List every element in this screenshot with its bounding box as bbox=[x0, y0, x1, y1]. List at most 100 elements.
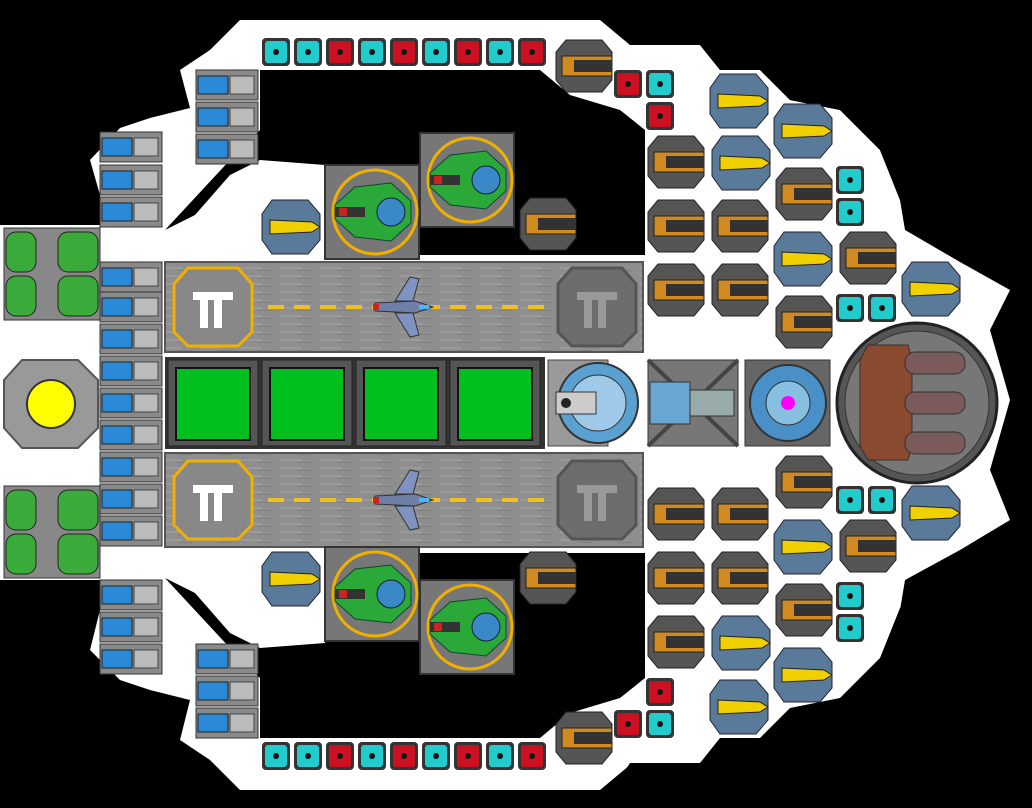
autocannon-icon[interactable] bbox=[647, 135, 705, 189]
thruster-icon[interactable] bbox=[99, 611, 163, 643]
shield-cell[interactable] bbox=[358, 742, 386, 770]
armor-cell[interactable] bbox=[518, 38, 546, 66]
fighter-bay[interactable] bbox=[419, 579, 515, 675]
hangar-bottom[interactable] bbox=[164, 452, 644, 548]
autocannon-icon[interactable] bbox=[775, 167, 833, 221]
shield-cell[interactable] bbox=[646, 70, 674, 98]
autocannon-icon[interactable] bbox=[711, 263, 769, 317]
interceptor-fighter-icon[interactable] bbox=[373, 469, 435, 531]
autocannon-icon[interactable] bbox=[839, 519, 897, 573]
laser-turret-icon[interactable] bbox=[901, 261, 961, 317]
thruster-icon[interactable] bbox=[195, 101, 259, 133]
thruster-icon[interactable] bbox=[99, 515, 163, 547]
laser-turret-icon[interactable] bbox=[709, 73, 769, 129]
autocannon-icon[interactable] bbox=[555, 39, 613, 93]
thruster-icon[interactable] bbox=[99, 323, 163, 355]
shield-cell[interactable] bbox=[422, 742, 450, 770]
thruster-icon[interactable] bbox=[99, 291, 163, 323]
shield-cell[interactable] bbox=[486, 742, 514, 770]
thruster-icon[interactable] bbox=[195, 707, 259, 739]
cargo-bay[interactable] bbox=[449, 359, 541, 447]
shield-cell[interactable] bbox=[294, 38, 322, 66]
ion-drive-icon[interactable] bbox=[646, 358, 740, 448]
armor-cell[interactable] bbox=[614, 710, 642, 738]
shield-generator-icon[interactable] bbox=[744, 359, 831, 447]
shield-cell[interactable] bbox=[836, 582, 864, 610]
thruster-icon[interactable] bbox=[99, 643, 163, 675]
autocannon-icon[interactable] bbox=[647, 551, 705, 605]
armor-cell[interactable] bbox=[390, 38, 418, 66]
armor-cell[interactable] bbox=[646, 678, 674, 706]
interceptor-fighter-icon[interactable] bbox=[373, 276, 435, 338]
thruster-icon[interactable] bbox=[99, 131, 163, 163]
thruster-icon[interactable] bbox=[99, 387, 163, 419]
thruster-icon[interactable] bbox=[99, 419, 163, 451]
thruster-icon[interactable] bbox=[195, 133, 259, 165]
thruster-icon[interactable] bbox=[99, 355, 163, 387]
shield-cell[interactable] bbox=[358, 38, 386, 66]
laser-turret-icon[interactable] bbox=[773, 231, 833, 287]
thruster-icon[interactable] bbox=[99, 579, 163, 611]
cargo-bay[interactable] bbox=[355, 359, 447, 447]
armor-cell[interactable] bbox=[326, 38, 354, 66]
shield-cell[interactable] bbox=[836, 486, 864, 514]
armor-cell[interactable] bbox=[646, 102, 674, 130]
autocannon-icon[interactable] bbox=[775, 583, 833, 637]
thruster-icon[interactable] bbox=[195, 675, 259, 707]
autocannon-icon[interactable] bbox=[647, 487, 705, 541]
shield-cell[interactable] bbox=[422, 38, 450, 66]
laser-turret-icon[interactable] bbox=[711, 135, 771, 191]
laser-turret-icon[interactable] bbox=[773, 103, 833, 159]
autocannon-icon[interactable] bbox=[519, 197, 577, 251]
autocannon-icon[interactable] bbox=[839, 231, 897, 285]
laser-turret-icon[interactable] bbox=[261, 199, 321, 255]
cargo-bay[interactable] bbox=[261, 359, 353, 447]
autocannon-icon[interactable] bbox=[647, 199, 705, 253]
armor-cell[interactable] bbox=[326, 742, 354, 770]
armor-cell[interactable] bbox=[614, 70, 642, 98]
shield-cell[interactable] bbox=[836, 166, 864, 194]
shield-cell[interactable] bbox=[486, 38, 514, 66]
shield-cell[interactable] bbox=[868, 294, 896, 322]
laser-turret-icon[interactable] bbox=[901, 485, 961, 541]
thruster-icon[interactable] bbox=[195, 643, 259, 675]
shield-cell[interactable] bbox=[294, 742, 322, 770]
bridge-module-icon[interactable] bbox=[547, 359, 639, 447]
thruster-icon[interactable] bbox=[99, 451, 163, 483]
heavy-cannon-turret-icon[interactable] bbox=[835, 321, 999, 485]
shield-cell[interactable] bbox=[262, 742, 290, 770]
laser-turret-icon[interactable] bbox=[261, 551, 321, 607]
autocannon-icon[interactable] bbox=[775, 455, 833, 509]
cargo-bay[interactable] bbox=[167, 359, 259, 447]
thruster-icon[interactable] bbox=[99, 164, 163, 196]
armor-cell[interactable] bbox=[454, 742, 482, 770]
thruster-icon[interactable] bbox=[195, 69, 259, 101]
fighter-bay[interactable] bbox=[324, 546, 420, 642]
thruster-icon[interactable] bbox=[99, 196, 163, 228]
autocannon-icon[interactable] bbox=[711, 551, 769, 605]
shield-cell[interactable] bbox=[836, 294, 864, 322]
autocannon-icon[interactable] bbox=[711, 487, 769, 541]
shield-cell[interactable] bbox=[262, 38, 290, 66]
reactor-core-icon[interactable] bbox=[3, 359, 99, 449]
armor-cell[interactable] bbox=[390, 742, 418, 770]
laser-turret-icon[interactable] bbox=[773, 519, 833, 575]
autocannon-icon[interactable] bbox=[775, 295, 833, 349]
armor-cell[interactable] bbox=[518, 742, 546, 770]
shield-cell[interactable] bbox=[646, 710, 674, 738]
shield-cell[interactable] bbox=[836, 614, 864, 642]
autocannon-icon[interactable] bbox=[647, 263, 705, 317]
laser-turret-icon[interactable] bbox=[709, 679, 769, 735]
hangar-top[interactable] bbox=[164, 261, 644, 353]
laser-turret-icon[interactable] bbox=[773, 647, 833, 703]
thruster-icon[interactable] bbox=[99, 483, 163, 515]
fighter-bay[interactable] bbox=[419, 132, 515, 228]
shield-cell[interactable] bbox=[836, 198, 864, 226]
armor-cell[interactable] bbox=[454, 38, 482, 66]
autocannon-icon[interactable] bbox=[647, 615, 705, 669]
fighter-bay[interactable] bbox=[324, 164, 420, 260]
laser-turret-icon[interactable] bbox=[711, 615, 771, 671]
shield-cell[interactable] bbox=[868, 486, 896, 514]
autocannon-icon[interactable] bbox=[711, 199, 769, 253]
autocannon-icon[interactable] bbox=[519, 551, 577, 605]
